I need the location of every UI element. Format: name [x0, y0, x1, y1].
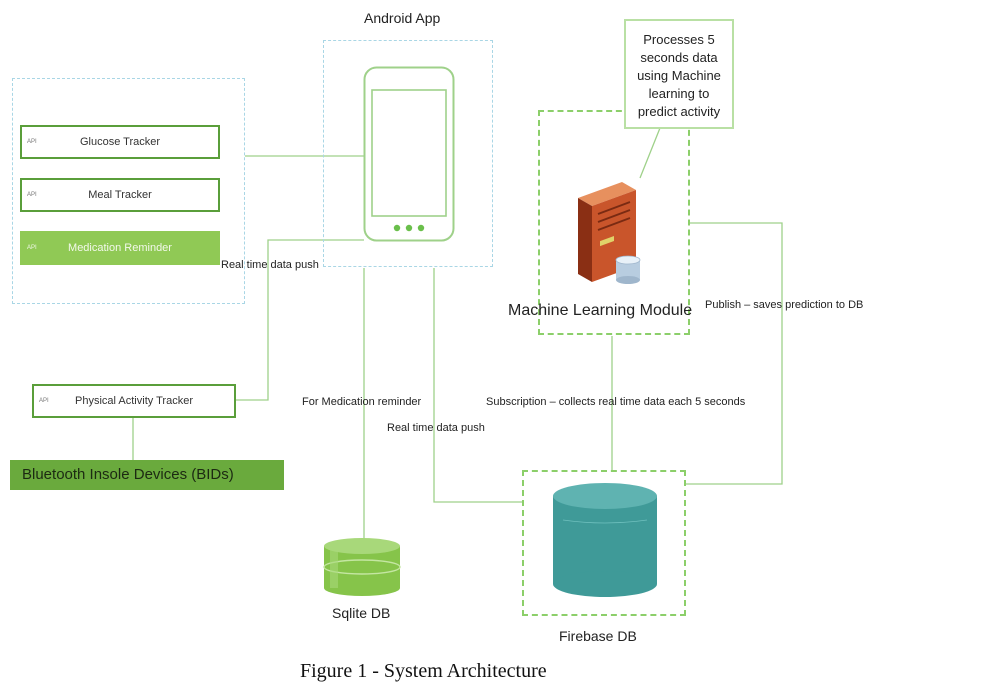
modules-group [12, 78, 245, 304]
physical-activity-tracker-module: API Physical Activity Tracker [32, 384, 236, 418]
smartphone-icon [363, 66, 455, 242]
callout-pointer [639, 127, 661, 179]
callout-line: using Machine [637, 68, 721, 83]
realtime-push-label-top: Real time data push [221, 259, 319, 271]
publish-label: Publish – saves prediction to DB [705, 299, 864, 311]
module-label: Glucose Tracker [79, 136, 161, 148]
realtime-push-label-bottom: Real time data push [387, 422, 485, 434]
android-app-title: Android App [364, 10, 441, 26]
subscription-label: Subscription – collects real time data e… [486, 396, 746, 408]
sqlite-database-icon [323, 538, 401, 596]
callout-line: Processes 5 [643, 32, 715, 47]
module-label: Medication Reminder [68, 242, 172, 254]
ml-callout: Processes 5 seconds data using Machine l… [624, 19, 734, 129]
publish-line [686, 222, 783, 485]
activity-to-app-line [236, 239, 364, 401]
figure-caption: Figure 1 - System Architecture [300, 660, 547, 682]
glucose-tracker-module: API Glucose Tracker [20, 125, 220, 159]
callout-line: learning to [648, 86, 710, 101]
api-tag: API [27, 192, 37, 198]
callout-line: seconds data [640, 50, 718, 65]
android-app-container [323, 40, 493, 267]
meal-tracker-module: API Meal Tracker [20, 178, 220, 212]
app-to-firebase-line [433, 268, 522, 503]
firebase-db-label: Firebase DB [559, 628, 637, 644]
api-tag: API [27, 245, 37, 251]
firebase-database-icon [553, 483, 657, 597]
server-icon [578, 182, 641, 284]
callout-line: predict activity [637, 104, 721, 119]
bluetooth-insole-devices: Bluetooth Insole Devices (BIDs) [10, 460, 284, 490]
ml-module-container [538, 110, 690, 335]
api-tag: API [27, 139, 37, 145]
api-tag: API [39, 398, 49, 404]
sqlite-db-label: Sqlite DB [332, 605, 391, 621]
medication-reminder-module: API Medication Reminder [20, 231, 220, 265]
module-label: Physical Activity Tracker [75, 395, 193, 407]
firebase-db-container [522, 470, 686, 616]
medication-reminder-connection-label: For Medication reminder [302, 396, 422, 408]
module-label: Meal Tracker [88, 189, 152, 201]
ml-module-label: Machine Learning Module [508, 302, 693, 319]
